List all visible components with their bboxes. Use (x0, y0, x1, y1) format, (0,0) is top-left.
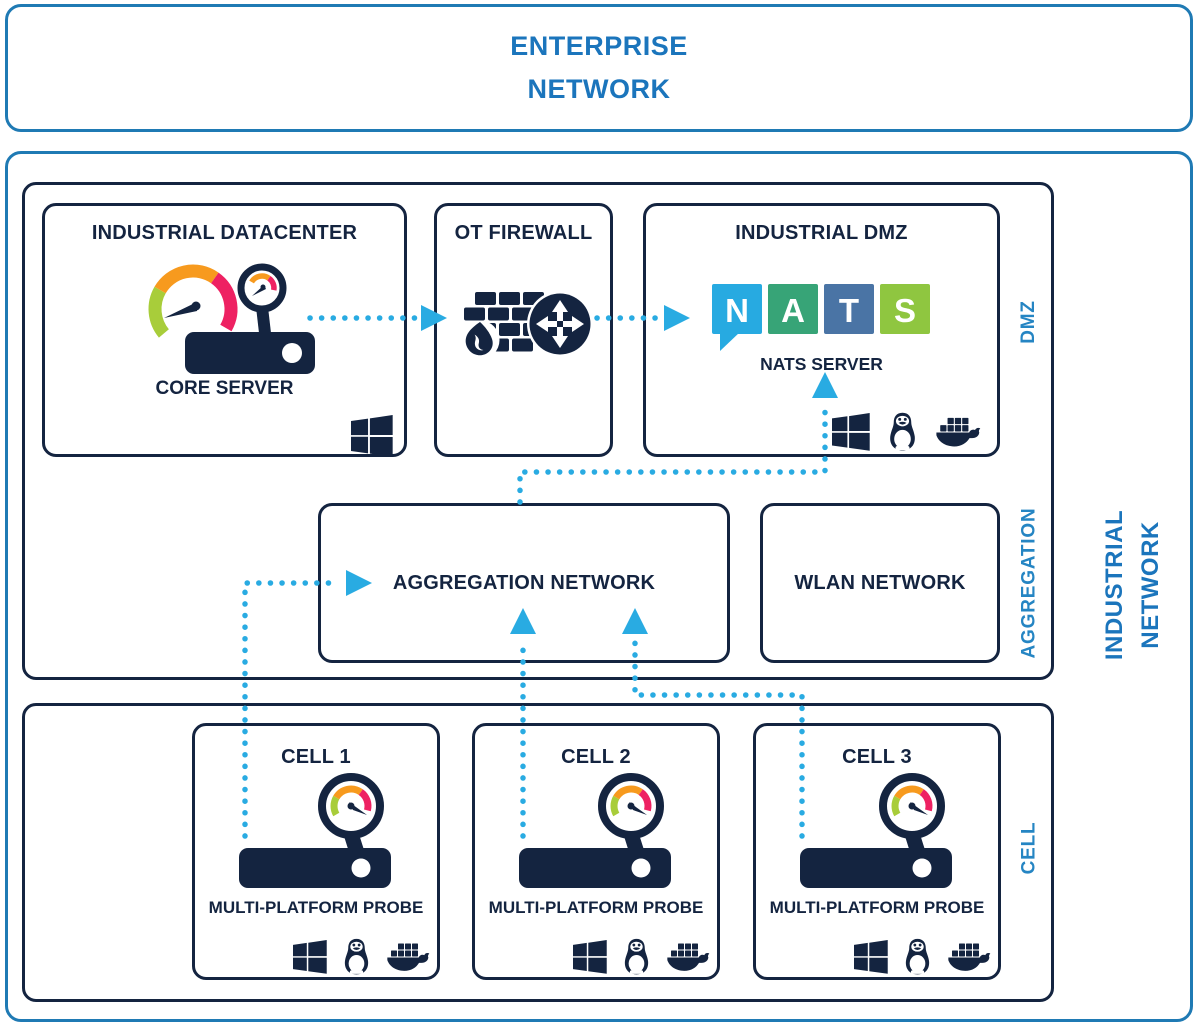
windows-icon (573, 940, 607, 974)
nats-logo: N A T S (712, 284, 930, 351)
industrial-dmz-box: INDUSTRIAL DMZ N A T S NATS SERVER (643, 203, 1000, 457)
enterprise-network-box: ENTERPRISE NETWORK (5, 4, 1193, 132)
enterprise-title-line2: NETWORK (527, 74, 671, 104)
firewall-router-icon (461, 292, 593, 358)
windows-icon (854, 940, 888, 974)
multi-platform-probe-icon (239, 773, 391, 888)
linux-tux-icon (890, 412, 915, 451)
docker-whale-icon (948, 943, 991, 971)
cell-3-box: CELL 3 MULTI-PLATFORM PROBE (753, 723, 1001, 980)
cell-1-box: CELL 1 MULTI-PLATFORM PROBE (192, 723, 440, 980)
aggregation-network-box: AGGREGATION NETWORK (318, 503, 730, 663)
industrial-network-label: INDUSTRIAL NETWORK (1090, 470, 1176, 700)
cell-2-box: CELL 2 MULTI-PLATFORM PROBE (472, 723, 720, 980)
cell-zone-label: CELL (1018, 821, 1039, 875)
industrial-dmz-title: INDUSTRIAL DMZ (735, 222, 908, 244)
docker-whale-icon (387, 943, 430, 971)
windows-icon (351, 415, 393, 457)
docker-whale-icon (936, 417, 981, 446)
wlan-network-title: WLAN NETWORK (794, 571, 966, 594)
nats-letter-s: S (894, 292, 916, 329)
linux-tux-icon (344, 938, 369, 975)
cell-3-title: CELL 3 (842, 746, 912, 768)
aggregation-network-title: AGGREGATION NETWORK (392, 571, 656, 594)
cell-3-probe-caption: MULTI-PLATFORM PROBE (769, 898, 985, 917)
industrial-datacenter-title: INDUSTRIAL DATACENTER (91, 222, 358, 244)
multi-platform-probe-icon (519, 773, 671, 888)
wlan-network-box: WLAN NETWORK (760, 503, 1000, 663)
ot-firewall-box: OT FIREWALL (434, 203, 613, 457)
cell-1-probe-caption: MULTI-PLATFORM PROBE (208, 898, 424, 917)
cell-2-platform-icons (573, 936, 710, 978)
dmz-zone-label: DMZ (1018, 300, 1039, 344)
enterprise-network-title: ENTERPRISE NETWORK (8, 7, 1190, 129)
linux-tux-icon (624, 938, 649, 975)
windows-icon (293, 940, 327, 974)
industrial-datacenter-box: INDUSTRIAL DATACENTER CORE SERVER (42, 203, 407, 457)
dmz-platform-icons (832, 410, 981, 454)
docker-whale-icon (667, 943, 710, 971)
nats-letter-t: T (839, 292, 859, 329)
cell-2-probe-caption: MULTI-PLATFORM PROBE (488, 898, 704, 917)
cell-1-title: CELL 1 (281, 746, 351, 768)
industrial-label-line1: INDUSTRIAL (1101, 509, 1129, 661)
aggregation-zone-label: AGGREGATION (1018, 507, 1040, 659)
core-server-gauge-probe-icon (148, 263, 315, 374)
nats-letter-n: N (725, 292, 749, 329)
industrial-label-line2: NETWORK (1137, 521, 1165, 649)
linux-tux-icon (905, 938, 930, 975)
core-server-caption: CORE SERVER (155, 378, 294, 399)
nats-letter-a: A (781, 292, 805, 329)
multi-platform-probe-icon (800, 773, 952, 888)
ot-firewall-title: OT FIREWALL (454, 222, 593, 244)
cell-2-title: CELL 2 (561, 746, 631, 768)
cell-3-platform-icons (854, 936, 991, 978)
cell-1-platform-icons (293, 936, 430, 978)
windows-icon (832, 413, 870, 451)
nats-server-caption: NATS SERVER (760, 354, 883, 374)
enterprise-title-line1: ENTERPRISE (510, 30, 688, 61)
